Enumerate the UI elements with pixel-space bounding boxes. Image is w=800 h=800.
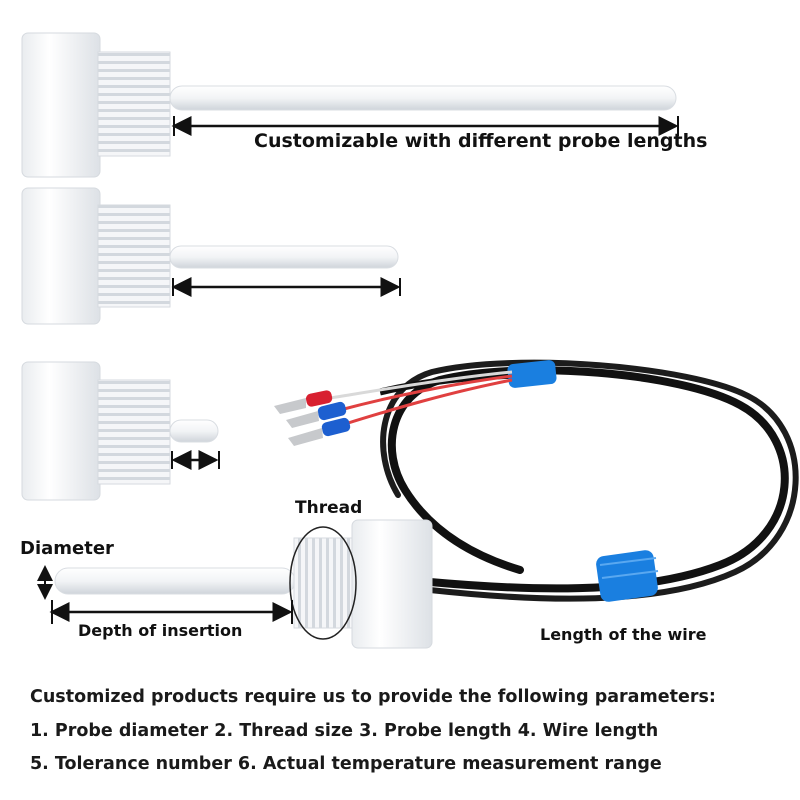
parameters-line-2: 5. Tolerance number 6. Actual temperatur…	[30, 754, 662, 774]
thread-label: Thread	[295, 498, 363, 518]
lead-wires	[274, 370, 513, 446]
diameter-label: Diameter	[20, 538, 114, 559]
probe-with-cable	[37, 519, 433, 649]
probe-medium	[21, 187, 401, 325]
probe-long	[21, 32, 679, 178]
probe-short	[21, 361, 220, 501]
spade-terminal-blue-1	[286, 401, 347, 428]
wire-length-label: Length of the wire	[540, 625, 707, 644]
probe-length-caption: Customizable with different probe length…	[254, 130, 708, 152]
spade-terminal-red	[274, 390, 333, 414]
parameters-line-1: 1. Probe diameter 2. Thread size 3. Prob…	[30, 721, 659, 741]
customization-intro: Customized products require us to provid…	[30, 687, 716, 707]
spade-terminal-blue-2	[288, 417, 351, 446]
depth-of-insertion-label: Depth of insertion	[78, 621, 243, 640]
